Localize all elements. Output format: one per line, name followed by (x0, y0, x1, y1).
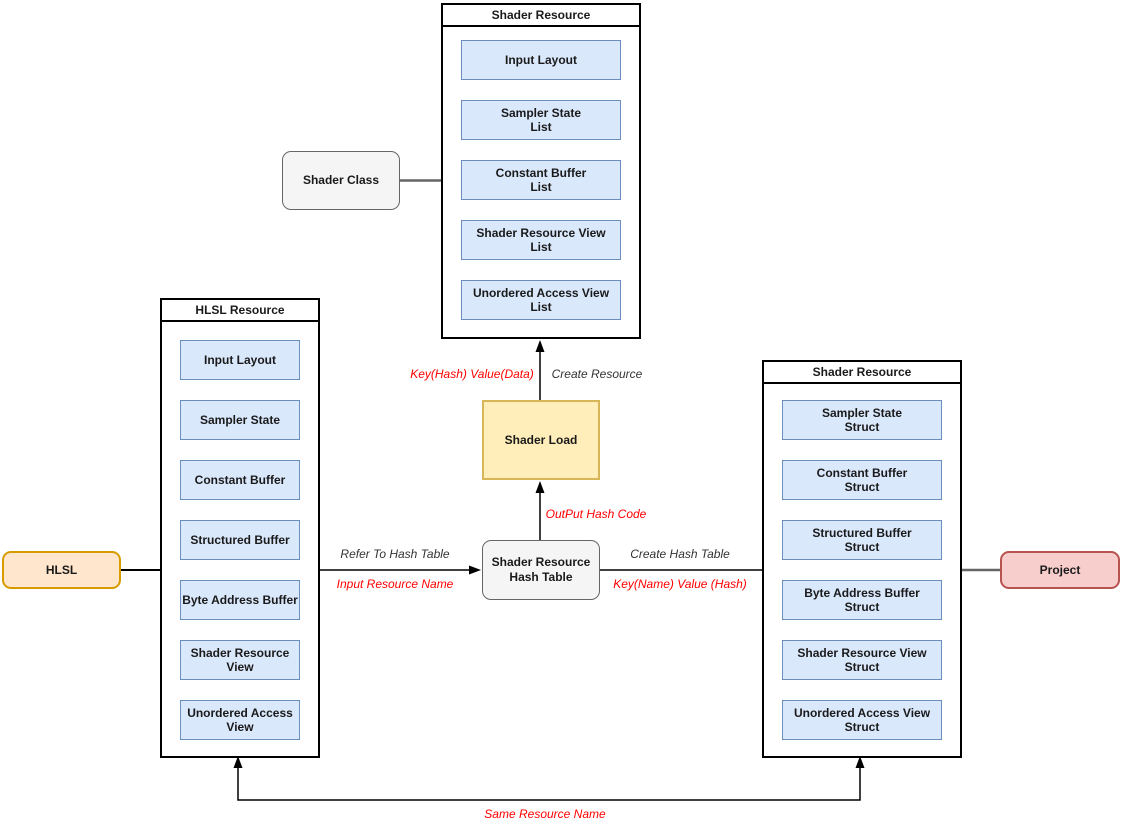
list-item: Sampler State Struct (782, 400, 942, 440)
container-title: Shader Resource (443, 5, 639, 27)
shader-load-node: Shader Load (482, 400, 600, 480)
label-refer-to-hash-table: Refer To Hash Table (338, 547, 452, 561)
list-item: Constant Buffer List (461, 160, 621, 200)
shader-class-node: Shader Class (282, 151, 400, 210)
edge-same-resource-name (237, 768, 861, 801)
label-key-name-value-hash: Key(Name) Value (Hash) (611, 577, 749, 591)
list-item: Shader Resource View List (461, 220, 621, 260)
list-item: Unordered Access View (180, 700, 300, 740)
list-item: Constant Buffer (180, 460, 300, 500)
container-title: HLSL Resource (162, 300, 318, 322)
label-same-resource-name: Same Resource Name (482, 807, 608, 821)
list-item: Shader Resource View (180, 640, 300, 680)
list-item: Sampler State List (461, 100, 621, 140)
list-item: Shader Resource View Struct (782, 640, 942, 680)
list-item: Unordered Access View Struct (782, 700, 942, 740)
label-create-hash-table: Create Hash Table (628, 547, 732, 561)
list-item: Input Layout (180, 340, 300, 380)
list-item: Structured Buffer Struct (782, 520, 942, 560)
label-create-resource: Create Resource (549, 367, 645, 381)
arrowhead-right-icon (469, 565, 481, 575)
label-output-hash-code: OutPut Hash Code (543, 507, 649, 521)
list-item: Unordered Access View List (461, 280, 621, 320)
arrowhead-up-icon (535, 481, 545, 493)
hlsl-resource-container: HLSL Resource Input Layout Sampler State… (160, 298, 320, 758)
hlsl-node: HLSL (2, 551, 121, 589)
top-shader-resource-container: Shader Resource Input Layout Sampler Sta… (441, 3, 641, 339)
list-item: Byte Address Buffer (180, 580, 300, 620)
list-item: Byte Address Buffer Struct (782, 580, 942, 620)
list-item: Constant Buffer Struct (782, 460, 942, 500)
label-key-hash-value-data: Key(Hash) Value(Data) (408, 367, 536, 381)
list-item: Input Layout (461, 40, 621, 80)
container-title: Shader Resource (764, 362, 960, 384)
label-input-resource-name: Input Resource Name (334, 577, 456, 591)
shader-resource-hash-table-node: Shader Resource Hash Table (482, 540, 600, 600)
list-item: Structured Buffer (180, 520, 300, 560)
right-shader-resource-container: Shader Resource Sampler State Struct Con… (762, 360, 962, 758)
list-item: Sampler State (180, 400, 300, 440)
arrowhead-up-icon (535, 340, 545, 352)
project-node: Project (1000, 551, 1120, 589)
